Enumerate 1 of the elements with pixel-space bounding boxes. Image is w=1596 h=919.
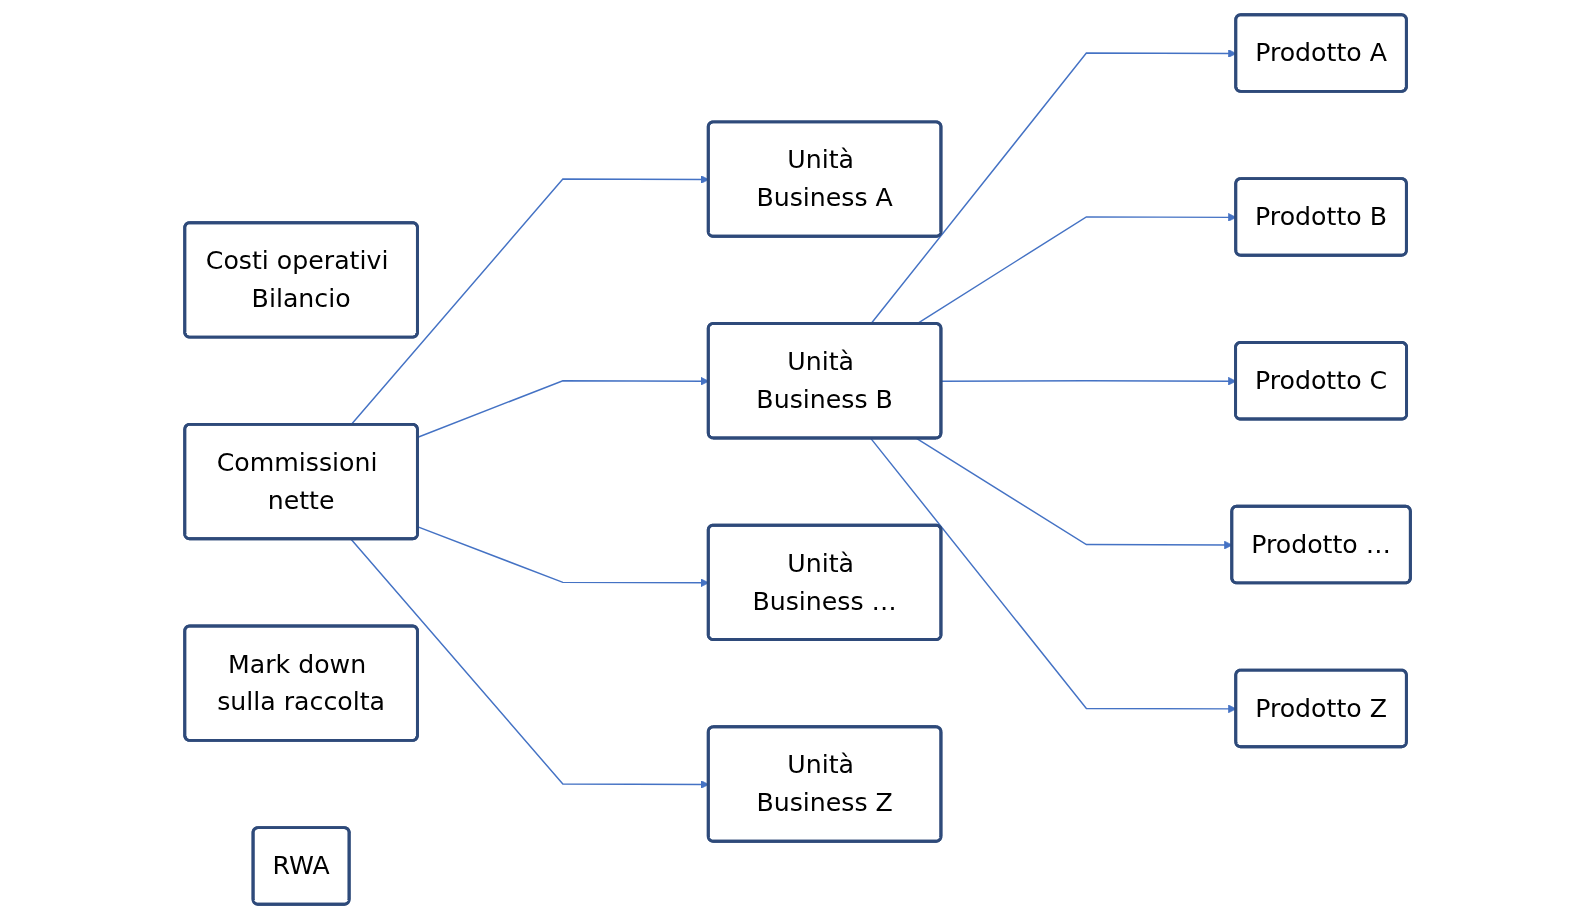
arrow bbox=[941, 376, 1237, 386]
